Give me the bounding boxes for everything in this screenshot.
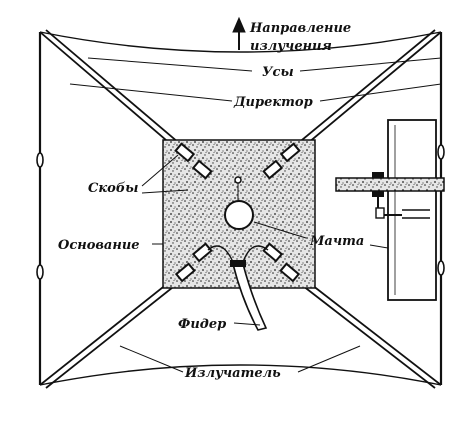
base-side xyxy=(335,177,445,192)
label-whiskers: Усы xyxy=(262,65,294,80)
bottom-whisker-wire xyxy=(39,364,442,386)
insulator-right-upper xyxy=(437,144,445,160)
center-terminal xyxy=(234,176,242,184)
insulators xyxy=(36,144,445,280)
insulator-left-upper xyxy=(36,152,44,168)
feeder-clamp xyxy=(230,260,246,267)
insulator-right-lower xyxy=(437,260,445,276)
label-brackets: Скобы xyxy=(88,181,138,196)
side-view xyxy=(335,119,445,301)
top-whisker-wire xyxy=(39,31,442,53)
direction-arrow xyxy=(232,16,246,50)
mast-hole xyxy=(224,200,254,230)
brackets xyxy=(174,142,301,283)
label-base: Основание xyxy=(58,238,140,253)
director-frame xyxy=(38,31,443,386)
label-feeder: Фидер xyxy=(178,317,226,332)
insulator-left-lower xyxy=(36,264,44,280)
leader-lines xyxy=(69,57,442,373)
label-director: Директор xyxy=(233,95,313,110)
feeder-wires xyxy=(207,245,269,263)
label-mast: Мачта xyxy=(309,234,364,249)
label-direction-line1: Направление xyxy=(249,21,351,36)
label-direction-line2: излучения xyxy=(250,39,332,54)
feeder-cable xyxy=(231,263,268,331)
label-radiator: Излучатель xyxy=(184,366,281,381)
